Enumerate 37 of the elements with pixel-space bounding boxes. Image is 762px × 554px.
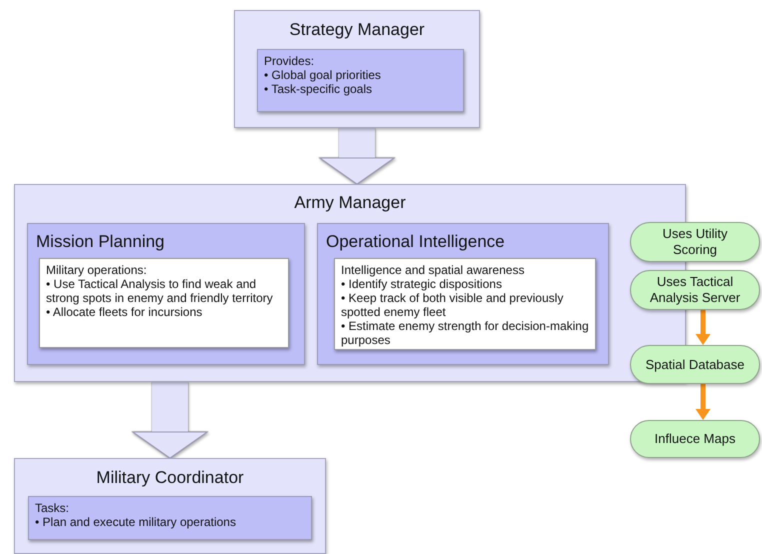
list-heading: Tasks: — [35, 501, 70, 515]
list-heading: Military operations: — [46, 263, 148, 277]
box-title: Military Coordinator — [96, 468, 244, 488]
arrow — [696, 310, 710, 345]
info-box — [257, 49, 464, 112]
bullet-item: • Global goal priorities — [264, 68, 382, 82]
pill-label: Uses Utility Scoring — [661, 226, 728, 258]
bullet-item: • Identify strategic dispositions — [341, 277, 503, 291]
pill-label: Spatial Database — [645, 356, 744, 372]
pill-label: Influece Maps — [654, 431, 736, 447]
bullet-item: • Plan and execute military operations — [35, 515, 237, 529]
bullet-item: • Allocate fleets for incursions — [46, 305, 204, 319]
box-title: Mission Planning — [36, 232, 165, 252]
pill-label: Uses Tactical Analysis Server — [648, 274, 742, 306]
service-pill — [630, 345, 760, 384]
bullet-item: • Task-specific goals — [264, 82, 374, 96]
arrow — [696, 384, 710, 420]
bullet-item: • Keep track of both visible and previously spotted enemy fleet — [341, 291, 564, 319]
service-pill — [630, 270, 760, 310]
box-title: Operational Intelligence — [326, 232, 505, 252]
block-arrow — [132, 382, 208, 458]
component-box — [234, 10, 480, 128]
list-heading: Provides: — [264, 54, 316, 68]
box-title: Strategy Manager — [289, 20, 425, 40]
box-title: Army Manager — [294, 193, 406, 213]
bullet-item: • Estimate enemy strength for decision-making purposes — [341, 319, 589, 347]
list-heading: Intelligence and spatial awareness — [341, 263, 526, 277]
module-panel — [27, 223, 305, 365]
service-pill — [630, 420, 760, 458]
block-arrow — [320, 128, 394, 184]
component-box — [14, 458, 326, 554]
info-box — [39, 258, 289, 348]
info-box — [28, 496, 312, 540]
module-panel — [317, 223, 609, 365]
service-pill — [630, 222, 760, 262]
info-box — [334, 258, 596, 350]
bullet-item: • Use Tactical Analysis to find weak and strong spots in enemy and friendly territory — [46, 277, 274, 305]
